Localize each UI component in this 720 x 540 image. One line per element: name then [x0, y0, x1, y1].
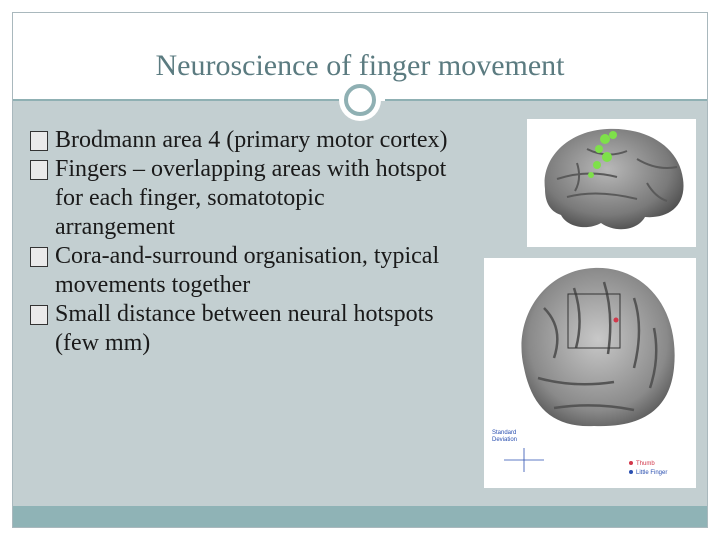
bullet-box-icon: [30, 247, 48, 267]
title-divider-right: [385, 99, 707, 101]
legend-little-finger-label: Little Finger: [636, 470, 667, 476]
bullet-item: Cora-and-surround organisation, typical …: [30, 242, 450, 300]
bullet-text: Cora-and-surround organisation, typical …: [55, 243, 440, 298]
bullet-box-icon: [30, 160, 48, 180]
bullet-item: Fingers – overlapping areas with hotspot…: [30, 155, 450, 242]
thumb-marker-icon: [613, 317, 619, 323]
bullet-text: Fingers – overlapping areas with hotspot…: [55, 156, 447, 240]
bullet-list: Brodmann area 4 (primary motor cortex) F…: [30, 126, 450, 358]
bullet-item: Brodmann area 4 (primary motor cortex): [30, 126, 450, 155]
slide-title: Neuroscience of finger movement: [155, 49, 565, 82]
bullet-text: Brodmann area 4 (primary motor cortex): [55, 127, 448, 153]
slide-frame: [12, 12, 708, 528]
circle-ornament-icon: [339, 79, 381, 121]
footer-bar: [13, 506, 707, 527]
label-standard: Standard: [492, 430, 516, 436]
legend-little-finger-dot: [629, 470, 633, 474]
bullet-box-icon: [30, 305, 48, 325]
brain-lateral-image: [527, 119, 696, 247]
legend-thumb-dot: [629, 461, 633, 465]
brain-top-view-image: Standard Deviation Thumb Little Finger: [484, 258, 696, 488]
label-deviation: Deviation: [492, 437, 517, 443]
bullet-text: Small distance between neural hotspots (…: [55, 301, 434, 356]
bullet-box-icon: [30, 131, 48, 151]
bullet-item: Small distance between neural hotspots (…: [30, 300, 450, 358]
title-divider-left: [13, 99, 341, 101]
legend-thumb-label: Thumb: [636, 461, 655, 467]
hotspot-marks: [588, 131, 617, 178]
